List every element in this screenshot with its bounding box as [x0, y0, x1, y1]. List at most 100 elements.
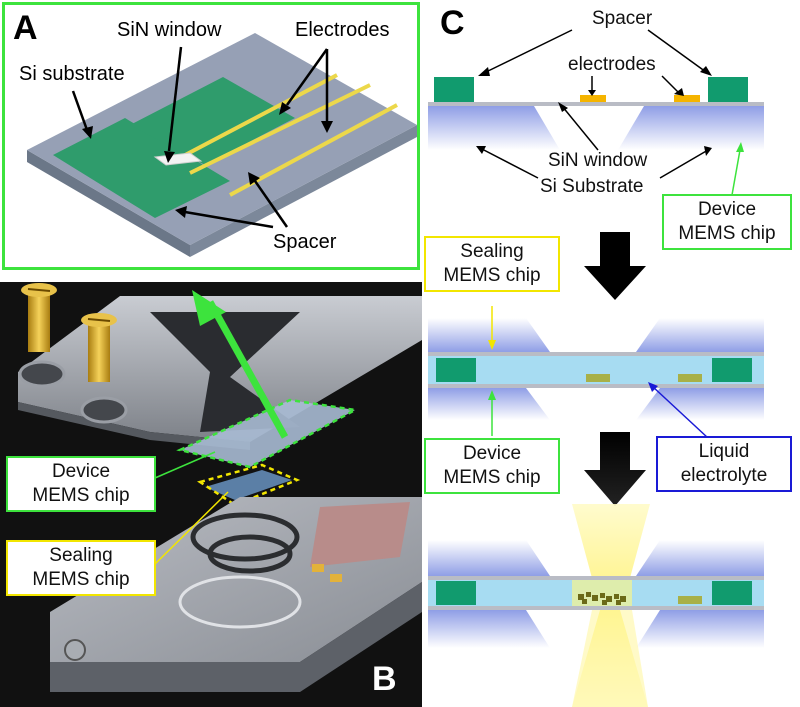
device-membrane-2 — [428, 384, 764, 388]
si-substrate-front — [190, 125, 417, 257]
device-substrate-left-3 — [428, 610, 550, 648]
device-chip — [180, 400, 355, 467]
arrow-si-substrate-head — [82, 126, 93, 139]
device-label-c-top-line2: MEMS chip — [678, 223, 776, 244]
panel-b: Device MEMS chip Sealing MEMS chip B — [0, 282, 422, 707]
arrow-electrode-left-head — [588, 90, 596, 96]
label-sin-window: SiN window — [117, 19, 222, 41]
label-si-substrate: Si substrate — [19, 63, 125, 85]
label-si-substrate-c: Si Substrate — [540, 176, 644, 197]
panel-c-illustration — [428, 29, 764, 707]
arrow-sin-window-c — [561, 105, 599, 151]
arrow-electrode-1 — [285, 48, 329, 106]
gold-contact-2 — [330, 574, 342, 582]
panel-b-illustration — [18, 283, 422, 692]
big-arrow-2 — [584, 432, 646, 506]
device-label-c-top-line1: Device — [697, 199, 757, 220]
panel-c-letter: C — [440, 4, 465, 42]
arrow-substrate-left — [479, 147, 539, 179]
device-label-b-line1: Device — [51, 461, 111, 482]
sealing-leader — [154, 491, 229, 565]
arrow-spacer-1 — [184, 210, 274, 229]
device-mems-chip-label-c-top: Device MEMS chip — [662, 194, 792, 250]
gold-contact-1 — [312, 564, 324, 572]
particles — [578, 592, 626, 605]
label-electrodes-c: electrodes — [568, 54, 656, 75]
label-sin-window-c: SiN window — [548, 150, 648, 171]
liquid-label-line2: electrolyte — [680, 465, 768, 486]
sealing-label-b-line2: MEMS chip — [32, 569, 130, 590]
device-membrane-3 — [428, 606, 764, 610]
electrode-2-right — [678, 374, 702, 382]
spacer-2-left — [436, 358, 476, 382]
si-substrate-right-1 — [618, 106, 764, 150]
screw-2 — [81, 313, 117, 382]
green-arrow-shaft — [206, 300, 289, 439]
panel-c: C Spacer electrodes SiN window Si Substr… — [422, 0, 800, 707]
electrode-line-3 — [229, 103, 398, 197]
arrow-spacer-left-head — [478, 67, 490, 76]
label-spacer-a: Spacer — [273, 231, 337, 253]
arrow-device-top-head — [736, 142, 744, 152]
spacer-2-right — [712, 358, 752, 382]
spacer-3-left — [436, 581, 476, 605]
base-pin — [64, 639, 86, 661]
electrode-line-2 — [189, 83, 371, 175]
panel-a-illustration — [27, 33, 417, 257]
o-ring-2 — [207, 534, 293, 574]
arrow-device-top — [731, 149, 741, 196]
sealing-substrate-right-3 — [636, 540, 764, 576]
arrow-electrode-right — [661, 75, 679, 93]
device-mems-chip-label-b: Device MEMS chip — [6, 456, 156, 512]
device-substrate-right-2 — [636, 388, 764, 420]
big-arrow-1-head — [584, 266, 646, 300]
screw-1 — [21, 283, 57, 352]
device-mems-chip-label-c-mid: Device MEMS chip — [424, 438, 560, 494]
o-ring-1 — [190, 512, 300, 562]
arrow-liquid — [651, 385, 709, 439]
green-arrow-head — [192, 290, 226, 326]
si-substrate-side — [27, 150, 190, 257]
arrow-substrate-right — [659, 149, 709, 179]
arrow-substrate-left-head — [476, 146, 486, 154]
base-recess — [178, 575, 302, 629]
sealing-membrane — [428, 352, 764, 356]
sealing-substrate-right — [636, 318, 764, 352]
device-label-b-line2: MEMS chip — [32, 485, 130, 506]
electrode-2-left — [586, 374, 610, 382]
liquid-electrolyte-label: Liquid electrolyte — [656, 436, 792, 492]
arrow-electrode-1-head — [279, 102, 291, 115]
arrow-spacer-2 — [253, 180, 289, 228]
electron-beam-lower — [572, 610, 648, 707]
sealing-label-c-line2: MEMS chip — [443, 265, 541, 286]
label-electrodes: Electrodes — [295, 19, 390, 41]
arrow-sin-window-head — [164, 151, 175, 163]
screw-hole-1 — [18, 360, 66, 388]
panel-b-letter: B — [372, 660, 397, 698]
sealing-label-b-line1: Sealing — [49, 545, 113, 566]
arrow-spacer-1-head — [175, 206, 187, 218]
arrow-si-substrate — [71, 90, 89, 131]
device-leader — [154, 451, 216, 479]
spacer-3-right — [712, 581, 752, 605]
electrode-block-left — [580, 95, 606, 103]
arrow-spacer-2-head — [248, 172, 260, 185]
arrow-liquid-head — [648, 382, 658, 392]
sin-membrane-1 — [428, 102, 764, 106]
arrow-sealing-head — [488, 340, 496, 350]
panel-a-letter: A — [13, 9, 38, 47]
device-substrate-right-3 — [636, 610, 764, 648]
electrode-block-right — [674, 95, 700, 103]
electrode-3-right — [678, 596, 702, 604]
arrow-sin-window-c-head — [558, 102, 568, 112]
spacer-pad-left — [53, 118, 230, 218]
arrow-electrode-2-head — [321, 121, 333, 133]
red-pad — [310, 502, 410, 567]
arrow-spacer-left — [483, 29, 573, 74]
sealing-label-c-line1: Sealing — [460, 241, 524, 262]
arrow-device-mid-head — [488, 390, 496, 400]
label-spacer-c: Spacer — [592, 8, 653, 29]
arrow-spacer-right — [647, 29, 707, 73]
sealing-chip — [205, 470, 292, 500]
base-plate-edge — [50, 582, 422, 692]
